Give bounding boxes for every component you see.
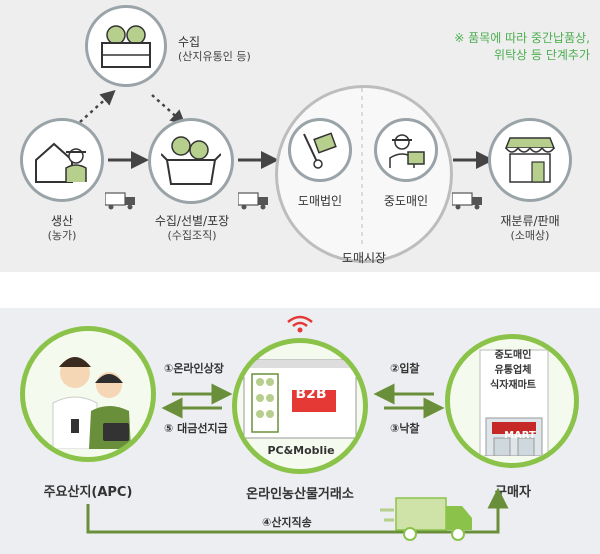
step-award: ③낙찰 bbox=[390, 422, 420, 435]
apc-label: 주요산지(APC) bbox=[43, 485, 133, 500]
supply-chain-panel: ※ 품목에 따라 중간납품상, 위탁상 등 단계추가 bbox=[0, 0, 600, 272]
online-exchange-panel: 주요산지(APC) B2B PC&Moblie 온라인농산물거래소 중도매 bbox=[0, 308, 600, 554]
sort-label: 수집/선별/포장 (수집조직) bbox=[154, 214, 230, 243]
market-label: 도매시장 bbox=[341, 251, 387, 265]
worker-icon bbox=[389, 134, 425, 168]
b2b-badge: B2B bbox=[295, 386, 327, 402]
produce-node bbox=[20, 118, 104, 202]
step-advance-payment: ⑤ 대금선지급 bbox=[164, 422, 228, 435]
buyer-node bbox=[445, 334, 579, 468]
sort-node bbox=[148, 118, 234, 204]
truck-icon bbox=[452, 192, 482, 210]
b2b-screen-icon bbox=[243, 359, 357, 439]
step-online-listing: ①온라인상장 bbox=[164, 362, 224, 375]
retail-label: 재분류/판매 (소매상) bbox=[500, 214, 560, 243]
middle-buyer-label: 중도매인 bbox=[383, 194, 429, 208]
farmer-icon bbox=[35, 142, 87, 183]
step-direct-ship: ④산지직송 bbox=[262, 516, 312, 529]
middle-buyer-node bbox=[374, 118, 438, 182]
mart-building-icon bbox=[479, 349, 549, 456]
wholesale-corp-label: 도매법인 bbox=[297, 194, 343, 208]
pc-mobile-label: PC&Moblie bbox=[267, 444, 335, 457]
flow-arrows bbox=[86, 383, 509, 534]
collect-node bbox=[85, 5, 167, 87]
exchange-label: 온라인농산물거래소 bbox=[246, 487, 354, 502]
mart-sign: MART bbox=[504, 430, 536, 441]
truck-icon bbox=[238, 192, 268, 210]
truck-icon bbox=[105, 192, 135, 210]
delivery-truck-icon bbox=[380, 497, 472, 541]
direct-ship-path bbox=[86, 487, 509, 534]
retail-node bbox=[488, 118, 572, 202]
buyer-types: 중도매인 유통업체 식자재마트 bbox=[490, 350, 536, 391]
box-icon bbox=[161, 136, 221, 185]
exchange-node bbox=[232, 338, 368, 474]
collect-label: 수집 (산지유통인 등) bbox=[178, 35, 251, 64]
dotted-arrow-up bbox=[79, 89, 116, 123]
apc-node bbox=[20, 326, 156, 462]
produce-label: 생산 (농가) bbox=[47, 214, 77, 243]
wifi-icon bbox=[287, 315, 313, 333]
note-text: ※ 품목에 따라 중간납품상, 위탁상 등 단계추가 bbox=[454, 31, 590, 63]
dotted-arrow-down bbox=[151, 94, 186, 125]
crate-icon bbox=[101, 25, 151, 68]
hand-truck-icon bbox=[303, 132, 337, 169]
store-icon bbox=[504, 137, 556, 183]
farmers-icon bbox=[52, 357, 131, 449]
step-bid: ②입찰 bbox=[390, 362, 420, 375]
wholesale-corp-node bbox=[288, 118, 352, 182]
